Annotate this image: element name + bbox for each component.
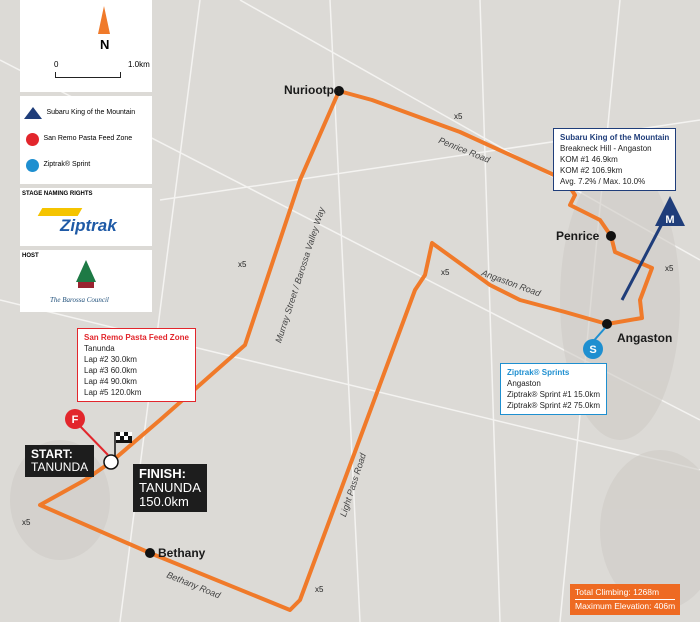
legend-item-kom: Subaru King of the Mountain bbox=[24, 106, 135, 120]
north-label: N bbox=[100, 37, 110, 52]
start-finish-marker bbox=[103, 454, 119, 470]
legend-label: San Remo Pasta Feed Zone bbox=[43, 135, 133, 142]
start-town: TANUNDA bbox=[31, 460, 89, 474]
stats-box: Total Climbing: 1268m Maximum Elevation:… bbox=[570, 584, 681, 615]
start-title: START: bbox=[31, 447, 73, 461]
ziptrak-logo: Ziptrak bbox=[60, 216, 117, 235]
kom-title: Subaru King of the Mountain bbox=[560, 133, 670, 142]
sprint-place: Angaston bbox=[507, 379, 541, 388]
host-logo-text: The Barossa Council bbox=[50, 296, 109, 304]
feed-lap: Lap #2 30.0km bbox=[84, 355, 137, 364]
barossa-council-logo bbox=[76, 260, 96, 288]
lap-count-label: x5 bbox=[315, 585, 324, 594]
feed-title: San Remo Pasta Feed Zone bbox=[84, 333, 189, 342]
legend-panel: Subaru King of the Mountain San Remo Pas… bbox=[20, 96, 152, 184]
start-label: START:TANUNDA bbox=[25, 445, 95, 477]
feed-zone-marker-icon: F bbox=[65, 409, 85, 429]
town-penrice: Penrice bbox=[556, 229, 600, 243]
sprint-title: Ziptrak® Sprints bbox=[507, 368, 570, 377]
legend-item-feed: San Remo Pasta Feed Zone bbox=[26, 132, 132, 146]
scale-start: 0 bbox=[54, 60, 59, 69]
feed-lap: Lap #4 90.0km bbox=[84, 377, 137, 386]
host-panel: HOST The Barossa Council bbox=[20, 250, 152, 312]
legend-label: Subaru King of the Mountain bbox=[46, 109, 136, 116]
total-climbing: Total Climbing: 1268m bbox=[575, 586, 676, 600]
lap-count-label: x5 bbox=[441, 268, 450, 277]
svg-text:S: S bbox=[589, 344, 596, 356]
sprint-icon bbox=[26, 158, 39, 172]
kom-icon bbox=[24, 107, 42, 119]
scale-bar bbox=[55, 72, 121, 78]
feed-lap: Lap #3 60.0km bbox=[84, 366, 137, 375]
lap-count-label: x5 bbox=[22, 518, 31, 527]
kom-info-box: Subaru King of the Mountain Breakneck Hi… bbox=[553, 128, 677, 191]
finish-town: TANUNDA bbox=[139, 480, 201, 495]
feed-place: Tanunda bbox=[84, 344, 115, 353]
lap-count-label: x5 bbox=[665, 264, 674, 273]
finish-title: FINISH: bbox=[139, 466, 186, 481]
naming-rights-title: STAGE NAMING RIGHTS bbox=[22, 191, 93, 197]
svg-text:F: F bbox=[72, 414, 79, 426]
compass-panel: N 0 1.0km bbox=[20, 0, 152, 92]
town-nuriootpa: Nuriootpa bbox=[284, 83, 341, 97]
sprint-marker-icon: S bbox=[583, 339, 603, 359]
kom-marker-icon: M bbox=[655, 196, 685, 226]
town-markers bbox=[145, 86, 616, 558]
max-elevation: Maximum Elevation: 406m bbox=[575, 601, 676, 611]
kom-gradient: Avg. 7.2% / Max. 10.0% bbox=[560, 177, 646, 186]
sprint-info-box: Ziptrak® Sprints Angaston Ziptrak® Sprin… bbox=[500, 363, 608, 415]
lap-count-label: x5 bbox=[238, 260, 247, 269]
kom-1: KOM #1 46.9km bbox=[560, 155, 618, 164]
legend-item-sprint: Ziptrak® Sprint bbox=[26, 158, 90, 172]
town-bethany: Bethany bbox=[158, 546, 206, 560]
feed-zone-info-box: San Remo Pasta Feed Zone Tanunda Lap #2 … bbox=[77, 328, 196, 402]
feed-icon bbox=[26, 132, 39, 146]
north-arrow-icon bbox=[98, 6, 110, 34]
race-route bbox=[38, 89, 654, 612]
scale-end: 1.0km bbox=[128, 60, 150, 69]
host-title: HOST bbox=[22, 253, 39, 259]
kom-place: Breakneck Hill - Angaston bbox=[560, 144, 652, 153]
sprint-2: Ziptrak® Sprint #2 75.0km bbox=[507, 401, 601, 410]
lap-count-label: x5 bbox=[454, 112, 463, 121]
svg-text:M: M bbox=[665, 214, 674, 226]
finish-distance: 150.0km bbox=[139, 494, 189, 509]
legend-label: Ziptrak® Sprint bbox=[43, 161, 91, 168]
checkered-flag-icon bbox=[114, 432, 132, 456]
feed-lap: Lap #5 120.0km bbox=[84, 388, 142, 397]
kom-2: KOM #2 106.9km bbox=[560, 166, 623, 175]
sprint-1: Ziptrak® Sprint #1 15.0km bbox=[507, 390, 601, 399]
town-angaston: Angaston bbox=[617, 331, 673, 345]
naming-rights-panel: STAGE NAMING RIGHTS Ziptrak bbox=[20, 188, 152, 246]
